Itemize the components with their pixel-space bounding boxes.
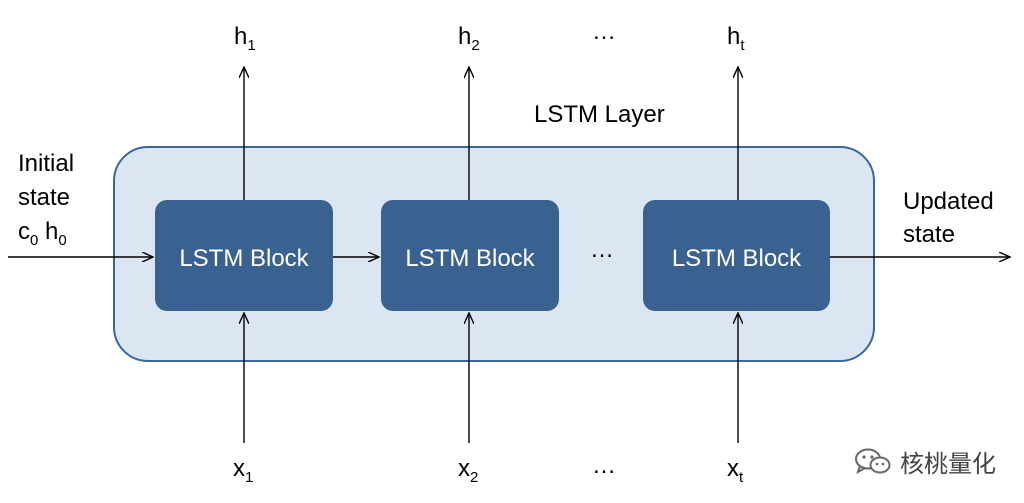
lstm-block-3-label: LSTM Block (671, 245, 802, 272)
updated-state-line2: state (903, 221, 956, 248)
input-label-xt: xt (727, 455, 744, 486)
lstm-layer-title: LSTM Layer (534, 101, 665, 128)
updated-state-line1: Updated (903, 188, 994, 215)
input-label-x2: x2 (458, 455, 479, 486)
output-label-h1: h1 (234, 23, 256, 54)
block-ellipsis: … (590, 236, 614, 263)
lstm-block-1-label: LSTM Block (179, 245, 309, 272)
initial-state-line1: Initial (18, 150, 75, 177)
input-label-x1: x1 (233, 455, 254, 486)
watermark-text: 核桃量化 (900, 450, 996, 478)
initial-state-vars: c0 h0 (18, 218, 67, 249)
wechat-icon (855, 448, 891, 474)
watermark: 核桃量化 (854, 444, 996, 479)
lstm-block-2-label: LSTM Block (405, 245, 535, 272)
initial-state-line2: state (18, 184, 71, 211)
lstm-block-2 (381, 200, 559, 311)
output-label-ht: ht (727, 23, 745, 54)
lstm-block-1 (155, 200, 333, 311)
input-ellipsis: … (592, 452, 616, 479)
output-label-h2: h2 (458, 23, 480, 54)
output-ellipsis: … (592, 18, 616, 45)
lstm-block-3 (643, 200, 830, 311)
